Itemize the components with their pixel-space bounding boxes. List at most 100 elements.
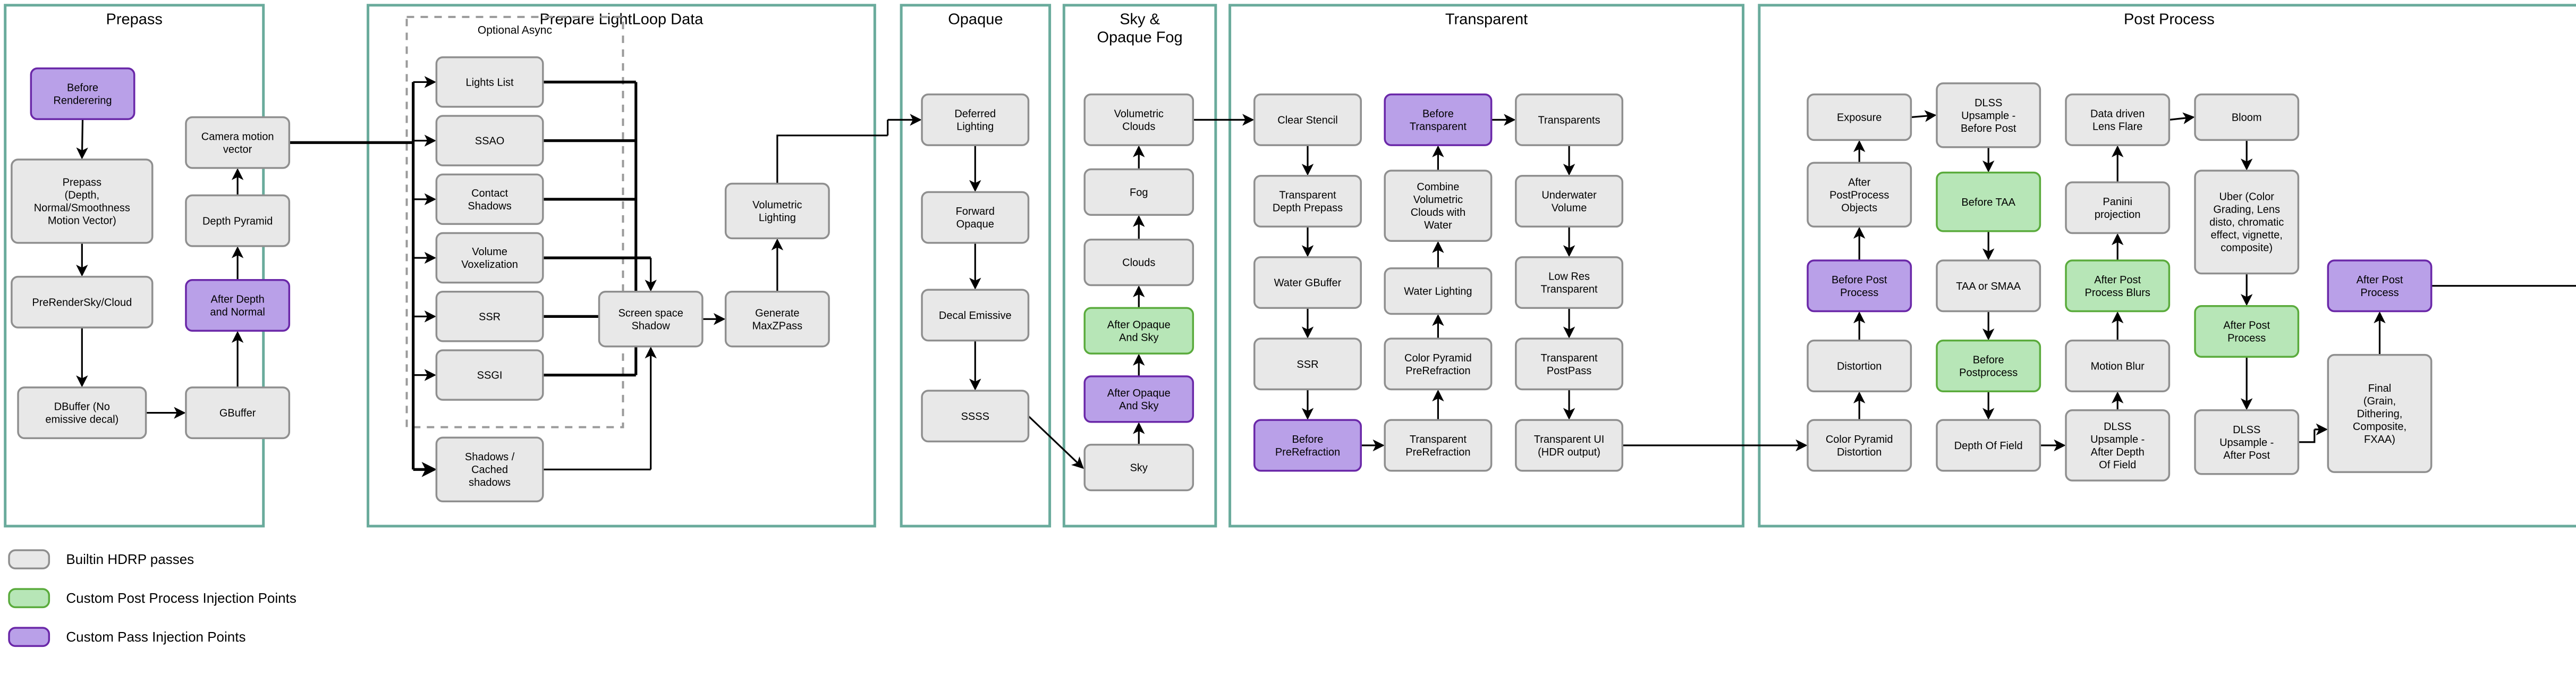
node-clouds[interactable]: Clouds [1083,239,1194,287]
node-box-volumetric-lighting[interactable] [724,182,830,240]
node-box-depth-pyramid[interactable] [185,194,291,247]
node-box-exposure[interactable] [1807,93,1912,141]
node-box-fog[interactable] [1083,168,1194,216]
node-after-post-process-pp[interactable]: After PostProcess [2194,305,2300,358]
node-before-post-process[interactable]: Before PostProcess [1807,259,1912,313]
node-bloom[interactable]: Bloom [2194,93,2300,141]
node-box-bloom[interactable] [2194,93,2300,141]
node-box-ssss[interactable] [921,390,1030,443]
node-box-water-lighting[interactable] [1384,267,1493,315]
node-box-transparent-depth-prepass[interactable] [1253,175,1362,228]
node-box-color-pyramid-distortion[interactable] [1807,419,1912,472]
node-box-motion-blur[interactable] [2065,339,2171,392]
node-box-transparent-prerefraction[interactable] [1384,419,1493,472]
node-box-after-opaque-sky-cp[interactable] [1083,375,1194,423]
node-box-transparent-postpass[interactable] [1515,338,1624,391]
node-box-ssr-lightloop[interactable] [435,291,544,342]
node-box-forward-opaque[interactable] [921,191,1030,244]
node-box-before-post-process[interactable] [1807,259,1912,313]
node-box-sky-node[interactable] [1083,443,1194,492]
node-box-volumetric-clouds[interactable] [1083,93,1194,146]
node-motion-blur[interactable]: Motion Blur [2065,339,2171,392]
node-sky-node[interactable]: Sky [1083,443,1194,492]
node-box-clouds[interactable] [1083,239,1194,287]
node-box-shadows-cached[interactable] [435,436,544,503]
node-depth-pyramid[interactable]: Depth Pyramid [185,194,291,247]
node-box-dlss-after-dof[interactable] [2065,409,2171,482]
node-box-contact-shadows[interactable] [435,173,544,225]
node-box-after-depth-and-normal[interactable] [185,279,291,332]
node-box-decal-emissive[interactable] [921,289,1030,342]
node-after-post-process-cp[interactable]: After PostProcess [2327,259,2433,313]
node-box-screen-space-shadow[interactable] [598,291,704,348]
node-box-ssr-transparent[interactable] [1253,338,1362,391]
node-distortion[interactable]: Distortion [1807,339,1912,392]
node-box-dbuffer[interactable] [17,386,147,440]
node-box-ssgi[interactable] [435,349,544,401]
node-box-dlss-before-post[interactable] [1936,82,2041,148]
node-box-after-post-process-pp[interactable] [2194,305,2300,358]
node-box-uber[interactable] [2194,170,2300,275]
node-final-grain[interactable]: Final(Grain,Dithering,Composite,FXAA) [2327,353,2433,473]
node-exposure[interactable]: Exposure [1807,93,1912,141]
node-box-after-opaque-sky-pp[interactable] [1083,307,1194,355]
node-box-clear-stencil[interactable] [1253,93,1362,146]
node-ssao[interactable]: SSAO [435,115,544,166]
node-box-after-post-process-cp[interactable] [2327,259,2433,313]
node-box-before-rendering[interactable] [30,67,135,120]
node-ssr-transparent[interactable]: SSR [1253,338,1362,391]
node-box-camera-motion-vector[interactable] [185,116,291,169]
node-box-prerendersky-cloud[interactable] [11,275,154,328]
node-ssgi[interactable]: SSGI [435,349,544,401]
node-box-generate-maxzpass[interactable] [724,291,830,348]
node-box-transparents[interactable] [1515,93,1624,146]
node-clear-stencil[interactable]: Clear Stencil [1253,93,1362,146]
node-box-ssao[interactable] [435,115,544,166]
node-box-before-prerefraction[interactable] [1253,419,1362,472]
node-box-before-taa[interactable] [1936,171,2041,232]
node-box-color-pyramid-prerefraction[interactable] [1384,338,1493,391]
node-transparents[interactable]: Transparents [1515,93,1624,146]
node-ssss[interactable]: SSSS [921,390,1030,443]
node-box-low-res-transparent[interactable] [1515,256,1624,309]
node-box-water-gbuffer[interactable] [1253,256,1362,309]
node-box-gbuffer[interactable] [185,386,291,440]
node-box-lights-list[interactable] [435,56,544,108]
node-box-depth-of-field[interactable] [1936,419,2041,472]
node-box-final-grain[interactable] [2327,353,2433,473]
node-depth-of-field[interactable]: Depth Of Field [1936,419,2041,472]
node-water-lighting[interactable]: Water Lighting [1384,267,1493,315]
node-fog[interactable]: Fog [1083,168,1194,216]
node-box-panini-projection[interactable] [2065,181,2171,234]
node-transparent-ui[interactable]: Transparent UI(HDR output) [1515,419,1624,472]
node-box-distortion[interactable] [1807,339,1912,392]
node-decal-emissive[interactable]: Decal Emissive [921,289,1030,342]
node-gbuffer[interactable]: GBuffer [185,386,291,440]
node-box-dlss-after-post[interactable] [2194,409,2300,475]
node-box-before-postprocess[interactable] [1936,339,2041,392]
node-water-gbuffer[interactable]: Water GBuffer [1253,256,1362,309]
node-box-after-post-process-blurs[interactable] [2065,259,2171,313]
